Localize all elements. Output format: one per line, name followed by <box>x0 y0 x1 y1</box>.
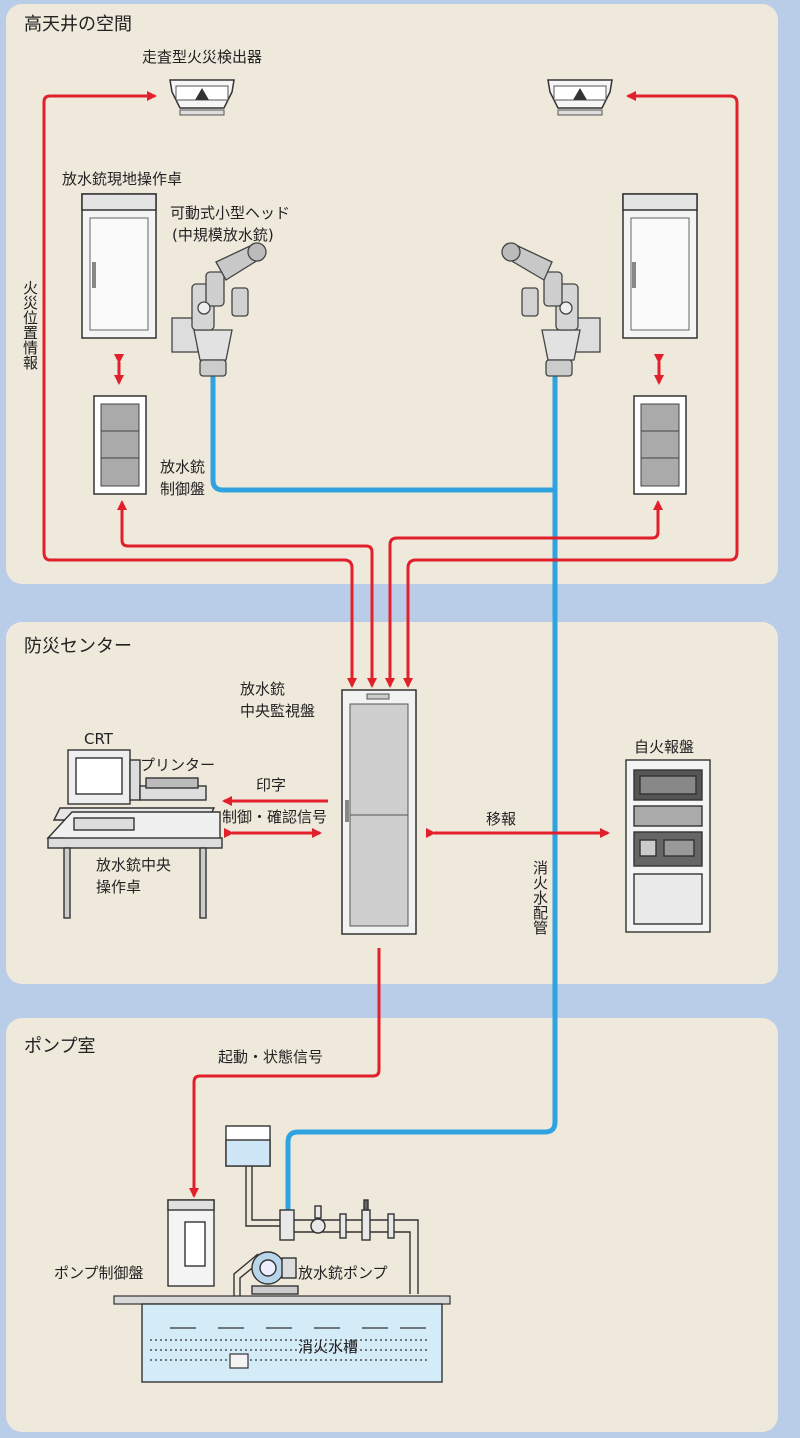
control-panel-label-line2: 制御盤 <box>160 480 205 498</box>
control-panel-left-icon <box>93 395 147 495</box>
fire-alarm-panel-label: 自火報盤 <box>634 738 694 756</box>
pump-icon <box>251 1251 299 1295</box>
central-console-label-line1: 放水銃中央 <box>96 856 171 874</box>
section-title-pump: ポンプ室 <box>24 1036 95 1057</box>
fire-position-info-label: 火災位置情報 <box>21 280 39 370</box>
fire-alarm-panel-icon <box>625 759 711 933</box>
section-title-ceiling: 高天井の空間 <box>24 14 132 35</box>
local-console-left-icon <box>81 193 157 339</box>
small-head-label-line1: 可動式小型ヘッド <box>170 204 290 222</box>
nozzle-head-left-icon <box>171 242 267 377</box>
signal-lines <box>42 91 739 1198</box>
fire-pipe-label: 消火水配管 <box>531 860 549 935</box>
detector-left-icon <box>169 79 235 116</box>
small-head-label-line2: (中規模放水銃) <box>172 226 274 244</box>
control-panel-label-line1: 放水銃 <box>160 458 205 476</box>
control-confirm-label: 制御・確認信号 <box>222 808 327 826</box>
water-pipe <box>210 375 558 1215</box>
detector-label: 走査型火災検出器 <box>142 48 262 66</box>
central-console-label-line2: 操作卓 <box>96 878 141 896</box>
central-console-icon <box>46 749 223 919</box>
valves-icon <box>279 1199 395 1241</box>
section-title-center: 防災センター <box>24 636 132 657</box>
start-status-label: 起動・状態信号 <box>218 1048 323 1066</box>
central-monitor-label-line2: 中央監視盤 <box>240 702 315 720</box>
control-panel-right-icon <box>633 395 687 495</box>
detector-right-icon <box>547 79 613 116</box>
local-console-right-icon <box>622 193 698 339</box>
pump-control-panel-icon <box>167 1199 215 1287</box>
printer-label: プリンター <box>140 756 215 774</box>
elevated-tank-icon <box>225 1125 271 1167</box>
relay-label: 移報 <box>486 810 516 828</box>
crt-label: CRT <box>84 730 114 748</box>
pump-control-panel-label: ポンプ制御盤 <box>54 1264 144 1282</box>
central-monitor-icon <box>341 689 417 935</box>
water-tank-label: 消火水槽 <box>298 1338 358 1356</box>
central-monitor-label-line1: 放水銃 <box>240 680 285 698</box>
nozzle-head-right-icon <box>501 242 601 377</box>
print-label: 印字 <box>256 776 286 794</box>
water-tank-icon <box>113 1295 451 1383</box>
text-labels: 走査型火災検出器 放水銃現地操作卓 可動式小型ヘッド (中規模放水銃) 放水銃 … <box>21 48 694 1356</box>
local-console-label: 放水銃現地操作卓 <box>62 170 182 188</box>
pump-label: 放水銃ポンプ <box>298 1264 388 1282</box>
